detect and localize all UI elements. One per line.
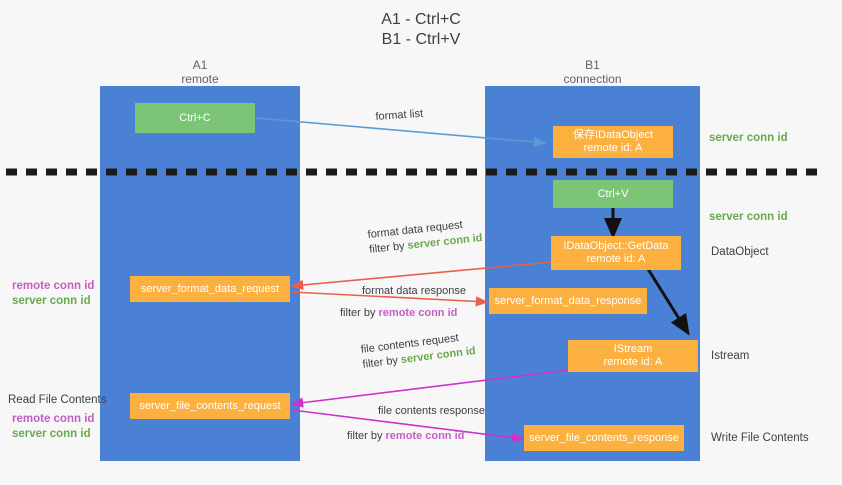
filter-prefix: filter by	[340, 307, 379, 319]
box-save-idataobject[interactable]: 保存IDataObject remote id: A	[553, 126, 673, 158]
annotation-format-data-request: format data request filter by server con…	[367, 216, 483, 258]
box-ctrl-c[interactable]: Ctrl+C	[135, 103, 255, 133]
filter-value-remote-conn-id: remote conn id	[385, 430, 465, 442]
filter-value-remote-conn-id: remote conn id	[378, 307, 458, 319]
box-istream[interactable]: IStream remote id: A	[568, 340, 698, 372]
annotation-line-filter: filter by remote conn id	[340, 306, 466, 321]
label-dataobject: DataObject	[711, 246, 769, 258]
label-istream: Istream	[711, 350, 750, 362]
column-header-b1: B1 connection	[563, 58, 622, 86]
box-server-format-data-request[interactable]: server_format_data_request	[130, 276, 290, 302]
filter-prefix: filter by	[368, 239, 409, 256]
annotation-format-data-response: format data response filter by remote co…	[340, 284, 466, 321]
box-ctrl-v[interactable]: Ctrl+V	[553, 180, 673, 208]
label-write-file-contents: Write File Contents	[711, 432, 809, 444]
box-server-format-data-response[interactable]: server_format_data_response	[489, 288, 647, 314]
box-server-file-contents-request[interactable]: server_file_contents_request	[130, 393, 290, 419]
page-title: A1 - Ctrl+C B1 - Ctrl+V	[381, 11, 461, 48]
column-header-a1: A1 remote	[181, 58, 219, 86]
label-server-conn-id-top: server conn id	[709, 132, 788, 144]
annotation-file-contents-response: file contents response filter by remote …	[347, 404, 486, 444]
filter-prefix: filter by	[347, 430, 386, 442]
label-server-conn-id-mid: server conn id	[709, 211, 788, 223]
box-idataobject-getdata[interactable]: IDataObject::GetData remote id: A	[551, 236, 681, 270]
box-server-file-contents-response[interactable]: server_file_contents_response	[524, 425, 684, 451]
label-server-conn-id-lower: server conn id	[12, 428, 91, 440]
annotation-file-contents-request: file contents request filter by server c…	[360, 329, 477, 373]
label-server-conn-id-upper: server conn id	[12, 295, 91, 307]
annotation-line-primary: format data response	[362, 285, 466, 297]
annotation-line-filter: filter by remote conn id	[347, 429, 485, 444]
label-remote-conn-id-lower: remote conn id	[12, 413, 95, 425]
filter-prefix: filter by	[361, 354, 402, 371]
annotation-line-primary: file contents response	[378, 405, 486, 417]
label-remote-conn-id-upper: remote conn id	[12, 280, 95, 292]
label-read-file-contents: Read File Contents	[8, 394, 107, 406]
annotation-format-list: format list	[375, 107, 424, 123]
